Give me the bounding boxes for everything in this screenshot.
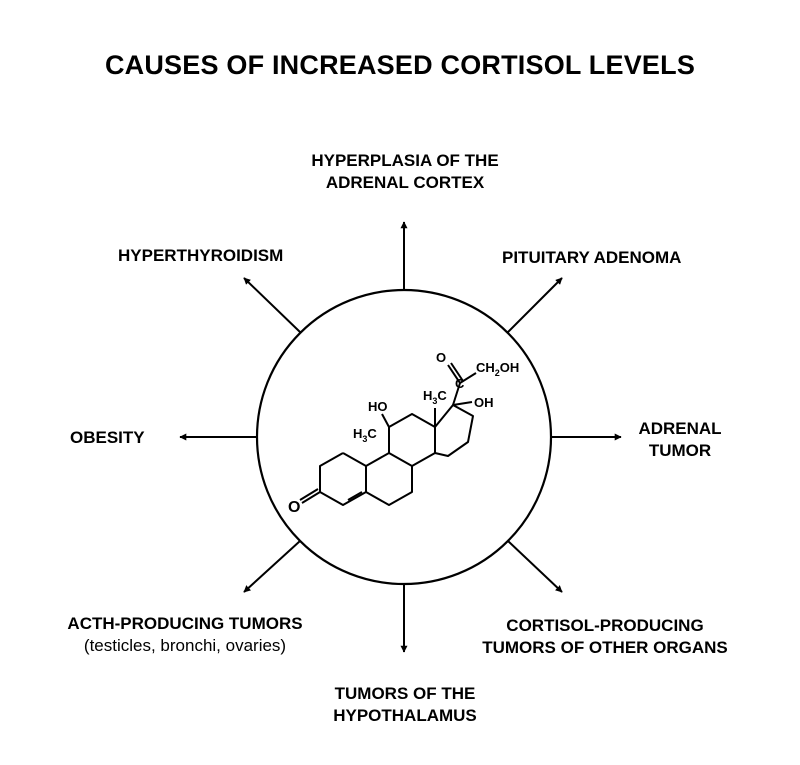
page-title: CAUSES OF INCREASED CORTISOL LEVELS [104,50,696,80]
central-circle [255,288,553,586]
label-line: ADRENAL [638,419,722,438]
label-tumors-of-hypothalamus: TUMORS OF THE HYPOTHALAMUS [290,683,520,727]
label-line: ACTH-PRODUCING TUMORS [67,614,303,633]
label-hyperthyroidism: HYPERTHYROIDISM [118,246,284,265]
carbon-label-c20: C [455,376,465,391]
cortisol-molecule-icon [299,362,477,506]
label-adrenal-tumor: ADRENAL TUMOR [630,418,730,462]
hydroxyl-label-c17: OH [474,395,494,410]
hydroxyl-label-c11: HO [368,399,388,414]
hydroxymethyl-label: CH2OH [476,360,519,378]
label-line: TUMOR [648,441,712,460]
label-hyperplasia-adrenal-cortex: HYPERPLASIA OF THE ADRENAL CORTEX [270,150,540,194]
label-obesity: OBESITY [70,428,145,447]
label-cortisol-producing-tumors: CORTISOL-PRODUCING TUMORS OF OTHER ORGAN… [450,615,760,659]
label-line: HYPERPLASIA OF THE [311,151,499,170]
oxygen-label-c20: O [436,350,446,365]
label-line: ADRENAL CORTEX [325,173,485,192]
label-note: (testicles, bronchi, ovaries) [83,636,287,655]
methyl-label-c13: H3C [423,388,447,406]
arrow-icon [243,540,301,593]
label-line: HYPOTHALAMUS [333,706,477,725]
arrow-icon [243,277,301,333]
label-line: TUMORS OF OTHER ORGANS [482,638,728,657]
oxygen-label: O [288,499,300,516]
arrow-icon [507,540,563,593]
methyl-label-c10: H3C [353,426,377,444]
label-line: CORTISOL-PRODUCING [506,616,704,635]
label-pituitary-adenoma: PITUITARY ADENOMA [502,248,682,267]
arrow-icon [507,277,563,333]
label-line: TUMORS OF THE [334,684,476,703]
label-acth-producing-tumors: ACTH-PRODUCING TUMORS (testicles, bronch… [35,613,335,657]
